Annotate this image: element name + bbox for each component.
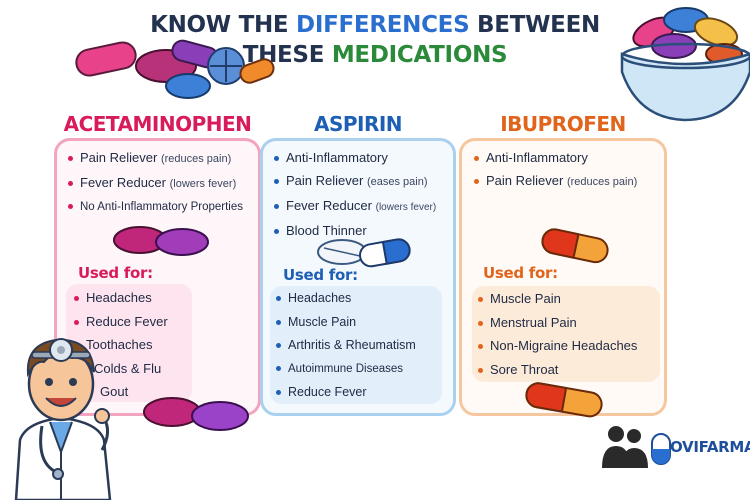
pink-pill-icon (75, 41, 137, 77)
ibuprofen-bottom-capsule-illustration (525, 382, 603, 418)
list-item: Menstrual Pain (478, 311, 637, 335)
list-item: Gout (100, 384, 129, 399)
bowl-pills-icon (632, 7, 743, 65)
list-item: Headaches (276, 287, 416, 311)
list-item: Colds & Flu (94, 360, 162, 376)
aspirin-uses-list: Headaches Muscle Pain Arthritis & Rheuma… (276, 287, 416, 405)
bowl-icon (620, 52, 750, 122)
acetaminophen-tablets-illustration (113, 226, 209, 256)
brand-logo: OVIFARMA (670, 438, 750, 456)
orange-pill-icon (239, 58, 275, 84)
list-item: Sore Throat (478, 358, 637, 382)
aspirin-uses-box (270, 286, 442, 404)
people-silhouette-icon (602, 426, 648, 468)
title-highlight-differences: DIFFERENCES (296, 12, 470, 38)
page-title: KNOW THE DIFFERENCES BETWEEN THESE MEDIC… (150, 10, 600, 70)
list-item: Autoimmune Diseases (276, 358, 416, 382)
ibuprofen-heading: IBUPROFEN (500, 112, 626, 136)
pills-cluster-top-left-illustration (75, 39, 275, 99)
aspirin-used-for-label: Used for: (283, 266, 358, 284)
blue-tablet-icon (165, 73, 211, 99)
list-item: Pain Reliever (eases pain) (274, 169, 436, 194)
acetaminophen-uses-list: Headaches Reduce Fever Toothaches Colds … (74, 286, 168, 404)
list-item: Muscle Pain (478, 287, 637, 311)
list-item: Muscle Pain (276, 311, 416, 335)
list-item: Non-Migraine Headaches (478, 334, 637, 358)
ibuprofen-properties-list: Anti-Inflammatory Pain Reliever (reduces… (474, 146, 637, 194)
ibuprofen-capsule-illustration (541, 228, 609, 264)
brand-capsule-logo-icon (651, 433, 671, 465)
aspirin-properties-list: Anti-Inflammatory Pain Reliever (eases p… (274, 146, 436, 242)
acetaminophen-heading: ACETAMINOPHEN (63, 112, 252, 136)
list-item: Pain Reliever (reduces pain) (68, 146, 243, 171)
acetaminophen-bottom-tablets-illustration (143, 397, 249, 431)
list-item: Reduce Fever (74, 310, 168, 334)
scored-tablet-icon (207, 47, 245, 85)
title-highlight-medications: MEDICATIONS (331, 42, 508, 68)
title-line-1: KNOW THE DIFFERENCES BETWEEN (150, 12, 600, 38)
acetaminophen-properties-list: Pain Reliever (reduces pain) Fever Reduc… (68, 146, 243, 219)
list-item: Anti-Inflammatory (274, 146, 436, 169)
list-item: Anti-Inflammatory (474, 146, 637, 169)
acetaminophen-used-for-label: Used for: (78, 264, 153, 282)
list-item: Pain Reliever (reduces pain) (474, 169, 637, 194)
list-item: Arthritis & Rheumatism (276, 334, 416, 358)
list-item: Reduce Fever (276, 381, 416, 405)
list-item: No Anti-Inflammatory Properties (68, 196, 243, 219)
list-item: Fever Reducer (lowers fever) (274, 194, 436, 219)
list-item: Blood Thinner (274, 219, 436, 242)
list-item: Fever Reducer (lowers fever) (68, 171, 243, 196)
doctor-cartoon-illustration (14, 338, 112, 500)
ibuprofen-uses-box (472, 286, 660, 382)
pill-bowl-illustration (620, 7, 750, 122)
ibuprofen-uses-list: Muscle Pain Menstrual Pain Non-Migraine … (478, 287, 637, 381)
aspirin-tablet-capsule-illustration (317, 238, 411, 268)
list-item: Headaches (74, 286, 168, 310)
ibuprofen-used-for-label: Used for: (483, 264, 558, 282)
aspirin-heading: ASPIRIN (313, 112, 403, 136)
